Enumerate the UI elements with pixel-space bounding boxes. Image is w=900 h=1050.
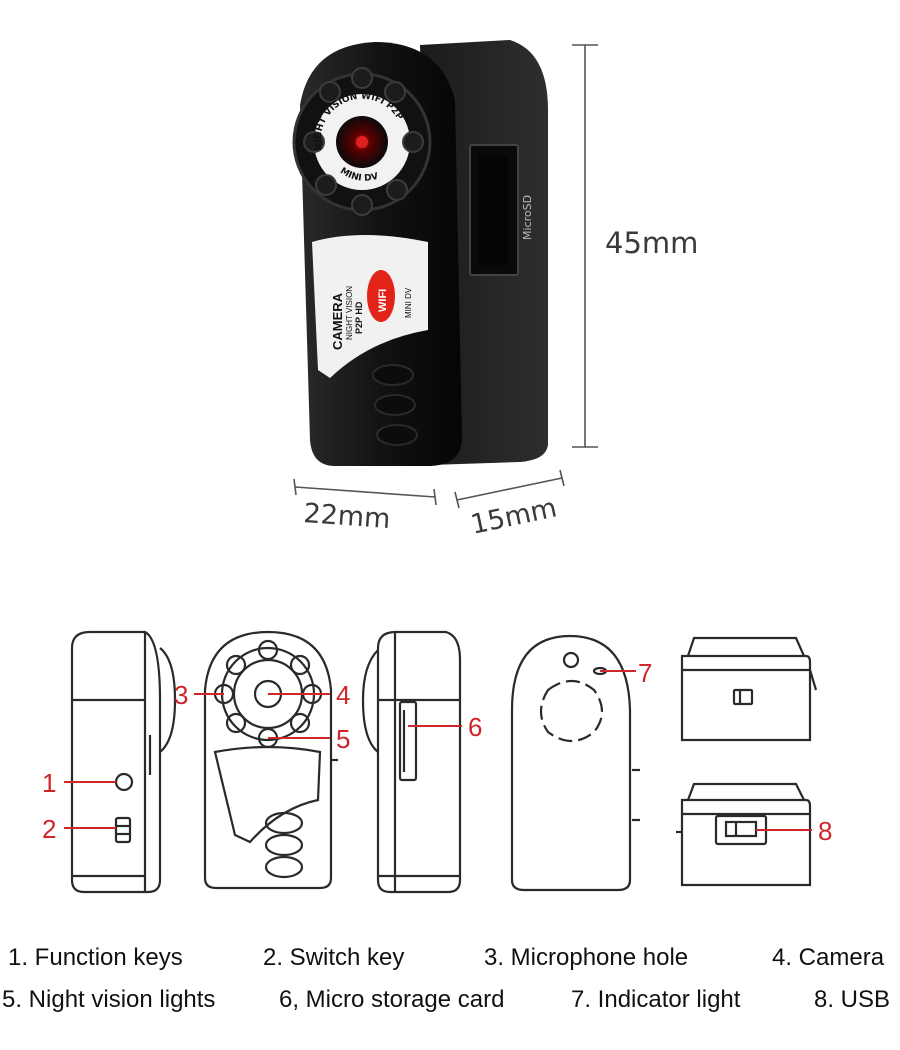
callout-7: 7 [638,658,652,688]
legend-item-night-vision-lights: 5. Night vision lights [2,986,216,1013]
dimension-lines [293,44,598,509]
callout-6: 6 [468,712,482,742]
callout-1: 1 [42,768,56,798]
wifi-badge-icon [367,270,395,322]
callout-3: 3 [174,680,188,710]
badge-wifi-text: WIFI [377,289,389,312]
back-view [510,634,640,892]
microsd-slot-drawing [398,700,418,782]
switch-key-icon [114,816,132,844]
legend-item-function-keys: 1. Function keys [8,944,183,971]
callout-5: 5 [336,724,350,754]
legend-item-microphone-hole: 3. Microphone hole [484,944,689,971]
microsd-side-label: MicroSD [521,195,534,240]
legend-row-1: 1. Function keys 2. Switch key 3. Microp… [0,944,900,984]
night-vision-leds [303,67,424,216]
badge-mini-dv-text: MINI DV [404,287,413,318]
side-view-right [361,630,462,894]
callout-4: 4 [336,680,350,710]
legend-item-micro-storage-card: 6, Micro storage card [279,986,505,1013]
depth-dimension-label: 15mm [468,492,560,540]
badge-camera-text: CAMERA [330,292,345,350]
badge-night-vision-text: NIGHT VISION [345,286,354,340]
badge-p2p-text: P2P HD [354,301,364,334]
front-view [203,630,338,890]
function-key-icon [114,772,134,792]
callout-8: 8 [818,816,832,846]
callout-2: 2 [42,814,56,844]
grip-ridges [372,364,418,446]
top-view [680,636,818,742]
indicator-light-icon [562,651,580,669]
camera-photo: MicroSD NIGHT VISION WIFI P2P MINI DV [292,40,548,466]
line-drawings [70,630,818,894]
legend-item-camera: 4. Camera [772,944,885,971]
side-view-left [70,630,177,894]
height-dimension-label: 45mm [605,226,698,260]
callout-lines [64,670,812,831]
legend-item-usb: 8. USB [814,986,891,1013]
legend-item-indicator-light: 7. Indicator light [571,986,741,1013]
bottom-view [676,782,812,887]
width-dimension-label: 22mm [303,498,392,535]
legend-item-switch-key: 2. Switch key [263,944,405,971]
legend-row-2: 5. Night vision lights 6, Micro storage … [0,986,900,1026]
